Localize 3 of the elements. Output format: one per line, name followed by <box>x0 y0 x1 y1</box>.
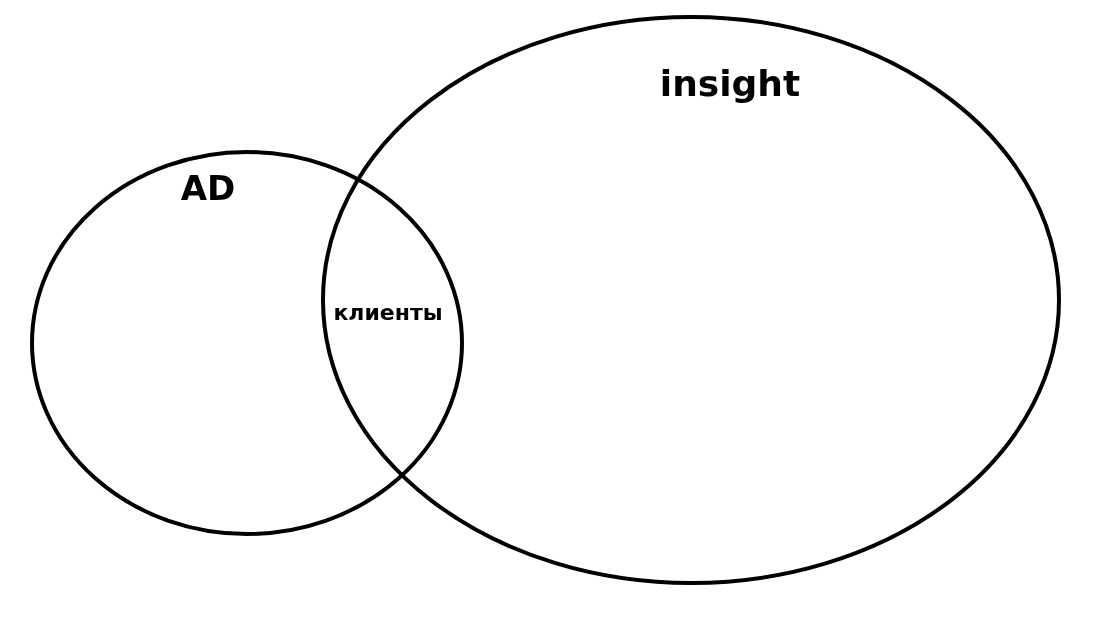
overlap-label: клиенты <box>333 299 443 325</box>
set-title: insight <box>659 62 801 104</box>
set-title: AD <box>180 168 236 208</box>
